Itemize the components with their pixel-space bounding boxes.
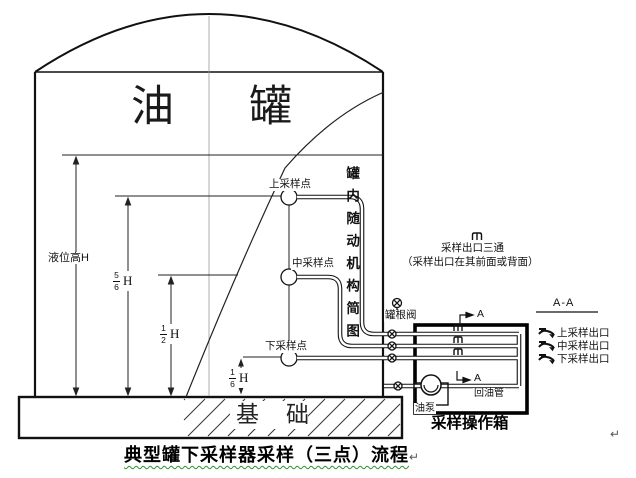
fraction: 1 6 (229, 368, 236, 388)
pump-label: 油泵 (414, 403, 436, 415)
valve-icon (393, 381, 403, 391)
fraction-unit: H (170, 325, 180, 341)
lower-fraction-label: 1 6 H (228, 368, 250, 388)
outlet-label-middle: 中采样出口 (557, 340, 610, 352)
tank-title: 油 罐 (131, 84, 308, 131)
tee-fitting-icon (453, 336, 463, 343)
hatch-line (387, 423, 401, 437)
tee-note-title: 采样出口三通 (441, 242, 504, 254)
fraction-bar (229, 377, 236, 379)
faucet-icon (538, 328, 555, 339)
hatch-line (183, 398, 186, 401)
faucet-icons (538, 328, 555, 365)
tee-fitting-icon (453, 324, 463, 331)
mechanism-vertical-label: 罐内随动机构简图 (344, 166, 360, 346)
hatch-line (307, 398, 346, 437)
hatch-line (327, 398, 366, 437)
fraction-numerator: 1 (161, 323, 166, 333)
diagram-title: 典型罐下采样器采样（三点）流程↵ (124, 445, 419, 466)
pump-icon (413, 374, 449, 406)
foundation-block (17, 395, 404, 440)
fraction-bar (160, 333, 167, 335)
upper-sampling-point (280, 188, 298, 206)
valve-icon (387, 353, 397, 363)
foundation-label-patch (230, 401, 308, 429)
upper-sampling-label: 上采样点 (268, 178, 312, 191)
hatch-line (347, 398, 386, 437)
tee-note-subtitle: （采样出口在其前面或背面） (402, 256, 539, 268)
faucet-icon (538, 354, 555, 365)
fraction-numerator: 1 (230, 367, 235, 377)
middle-sampling-point (280, 268, 298, 286)
tank-outline (33, 13, 385, 397)
hatch-line (187, 398, 226, 437)
fraction: 5 6 (113, 271, 120, 291)
middle-sampling-label: 中采样点 (291, 257, 335, 270)
fraction-bar (113, 280, 120, 282)
valve-icon (387, 329, 397, 339)
paragraph-return-mark: ↵ (610, 427, 621, 441)
flow-marker-a-bottom: A (474, 372, 482, 384)
valve-icons (387, 297, 403, 391)
root-valve-label: 罐根阀 (384, 309, 418, 322)
sampling-tube (280, 188, 298, 367)
fraction-numerator: 5 (114, 270, 119, 280)
fraction: 1 2 (160, 324, 167, 344)
fraction-denominator: 6 (114, 281, 119, 292)
liquid-height-label: 液位高H (47, 252, 90, 265)
fraction-denominator: 6 (230, 378, 235, 389)
fraction-denominator: 2 (161, 334, 166, 345)
operation-box-border (413, 323, 529, 415)
tee-fitting-icon (471, 232, 483, 240)
outlet-label-upper: 上采样出口 (557, 327, 610, 339)
hatch-line (183, 398, 206, 421)
operation-box-label: 采样操作箱 (431, 415, 509, 432)
tee-fitting-icon (453, 348, 463, 355)
dimension-lines (72, 155, 244, 397)
lower-sampling-label: 下采样点 (264, 340, 308, 353)
return-pipe-label: 回油管 (473, 388, 505, 400)
flow-marker-a-top: A (477, 308, 485, 320)
valve-icon (387, 341, 397, 351)
hatch-line (367, 403, 401, 437)
section-view-title: A-A (553, 297, 575, 309)
pipes-core (297, 195, 521, 388)
fraction-unit: H (123, 272, 133, 288)
faucet-icon (538, 341, 555, 352)
level-lines (62, 154, 383, 358)
tank-dome (34, 13, 384, 73)
flow-arrow-return (456, 371, 472, 384)
middle-fraction-label: 1 2 H (159, 324, 181, 344)
root-valve-icon (391, 297, 403, 311)
diagram-title-text: 典型罐下采样器采样（三点）流程 (124, 445, 409, 465)
paragraph-return-mark: ↵ (409, 450, 420, 464)
upper-fraction-label: 5 6 H (112, 271, 134, 291)
fraction-unit: H (239, 369, 249, 385)
flow-arrow-out (459, 311, 475, 326)
tee-icons (453, 232, 483, 355)
foundation-label: 基 础 (236, 402, 311, 427)
outlet-label-lower: 下采样出口 (557, 353, 610, 365)
